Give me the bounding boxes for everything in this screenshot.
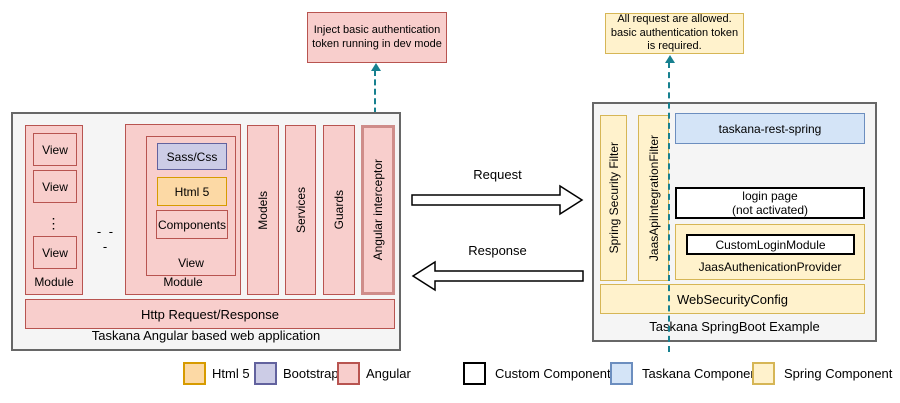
view-box: View <box>33 133 77 166</box>
guards-bar-label: Guards <box>332 190 346 230</box>
taskana-rest-spring-box: taskana-rest-spring <box>675 113 865 144</box>
legend-label-angular: Angular <box>366 366 411 381</box>
jaas-api-integration-filter-label: JaasApiIntegrationFilter <box>646 134 661 262</box>
springboot-container: Spring Security Filter JaasApiIntegratio… <box>592 102 877 342</box>
legend-item-html5: Html 5 <box>183 362 250 385</box>
module-label: Module <box>163 275 203 289</box>
view-label: View <box>178 256 204 270</box>
legend-swatch-taskana <box>610 362 633 385</box>
angular-app-title: Taskana Angular based web application <box>91 328 321 343</box>
request-label: Request <box>473 167 522 182</box>
angular-interceptor-bar-label: Angular interceptor <box>371 159 385 261</box>
html5-box: Html 5 <box>157 177 227 206</box>
login-page-box: login page (not activated) <box>675 187 865 219</box>
module-2: Sass/Css Html 5 Components View Module <box>125 124 241 295</box>
legend-label-custom: Custom Component <box>495 366 611 381</box>
services-bar: Services <box>285 125 316 295</box>
services-bar-label: Services <box>293 186 308 233</box>
spring-security-filter-bar: Spring Security Filter <box>600 115 627 281</box>
view-box: View <box>33 236 77 269</box>
legend-item-angular: Angular <box>337 362 411 385</box>
vertical-ellipsis: ⋮ <box>46 214 62 231</box>
dashed-connector-right <box>668 62 670 352</box>
note-dev-mode: Inject basic authentication token runnin… <box>307 12 447 63</box>
models-bar: Models <box>247 125 279 295</box>
http-request-response-bar: Http Request/Response <box>25 299 395 329</box>
legend-label-taskana: Taskana Component <box>642 366 762 381</box>
view-container: Sass/Css Html 5 Components View <box>146 136 236 276</box>
custom-login-module-box: CustomLoginModule <box>686 234 855 255</box>
spring-security-filter-label: Spring Security Filter <box>606 142 621 254</box>
springboot-title: Taskana SpringBoot Example <box>649 319 820 334</box>
models-bar-label: Models <box>256 190 270 230</box>
guards-bar: Guards <box>323 125 355 295</box>
note-auth: All request are allowed. basic authentic… <box>605 13 744 54</box>
horizontal-ellipsis: - - - <box>96 224 116 254</box>
dashed-connector-left <box>374 70 376 123</box>
legend-label-spring: Spring Component <box>784 366 893 381</box>
legend-swatch-bootstrap <box>254 362 277 385</box>
legend-swatch-angular <box>337 362 360 385</box>
legend-item-custom: Custom Component <box>463 362 611 385</box>
angular-interceptor-bar: Angular interceptor <box>361 125 395 295</box>
login-page-line1: login page <box>742 188 798 203</box>
legend-label-bootstrap: Bootstrap <box>283 366 339 381</box>
legend-item-bootstrap: Bootstrap <box>254 362 339 385</box>
legend-swatch-spring <box>752 362 775 385</box>
legend-item-spring: Spring Component <box>752 362 892 385</box>
module-1: View View ⋮ View Module <box>25 125 83 295</box>
dashed-arrowhead-right-icon <box>665 55 675 63</box>
angular-app-container: View View ⋮ View Module - - - Sass/Css H… <box>11 112 401 351</box>
response-label: Response <box>468 243 527 258</box>
jaas-api-integration-filter-bar: JaasApiIntegrationFilter <box>638 115 669 281</box>
components-box: Components <box>156 210 228 239</box>
view-box: View <box>33 170 77 203</box>
legend-swatch-html5 <box>183 362 206 385</box>
legend-swatch-custom <box>463 362 486 385</box>
jaas-authentication-provider-label: JaasAuthenicationProvider <box>698 260 842 274</box>
request-arrow-icon <box>411 184 584 216</box>
login-page-line2: (not activated) <box>731 203 809 217</box>
legend-item-taskana: Taskana Component <box>610 362 761 385</box>
response-arrow-icon <box>411 260 584 292</box>
dashed-arrowhead-left-icon <box>371 63 381 71</box>
module-label: Module <box>34 275 74 289</box>
legend-label-html5: Html 5 <box>212 366 250 381</box>
sass-css-box: Sass/Css <box>157 143 227 170</box>
web-security-config-bar: WebSecurityConfig <box>600 284 865 314</box>
jaas-authentication-provider-box: CustomLoginModule JaasAuthenicationProvi… <box>675 224 865 280</box>
